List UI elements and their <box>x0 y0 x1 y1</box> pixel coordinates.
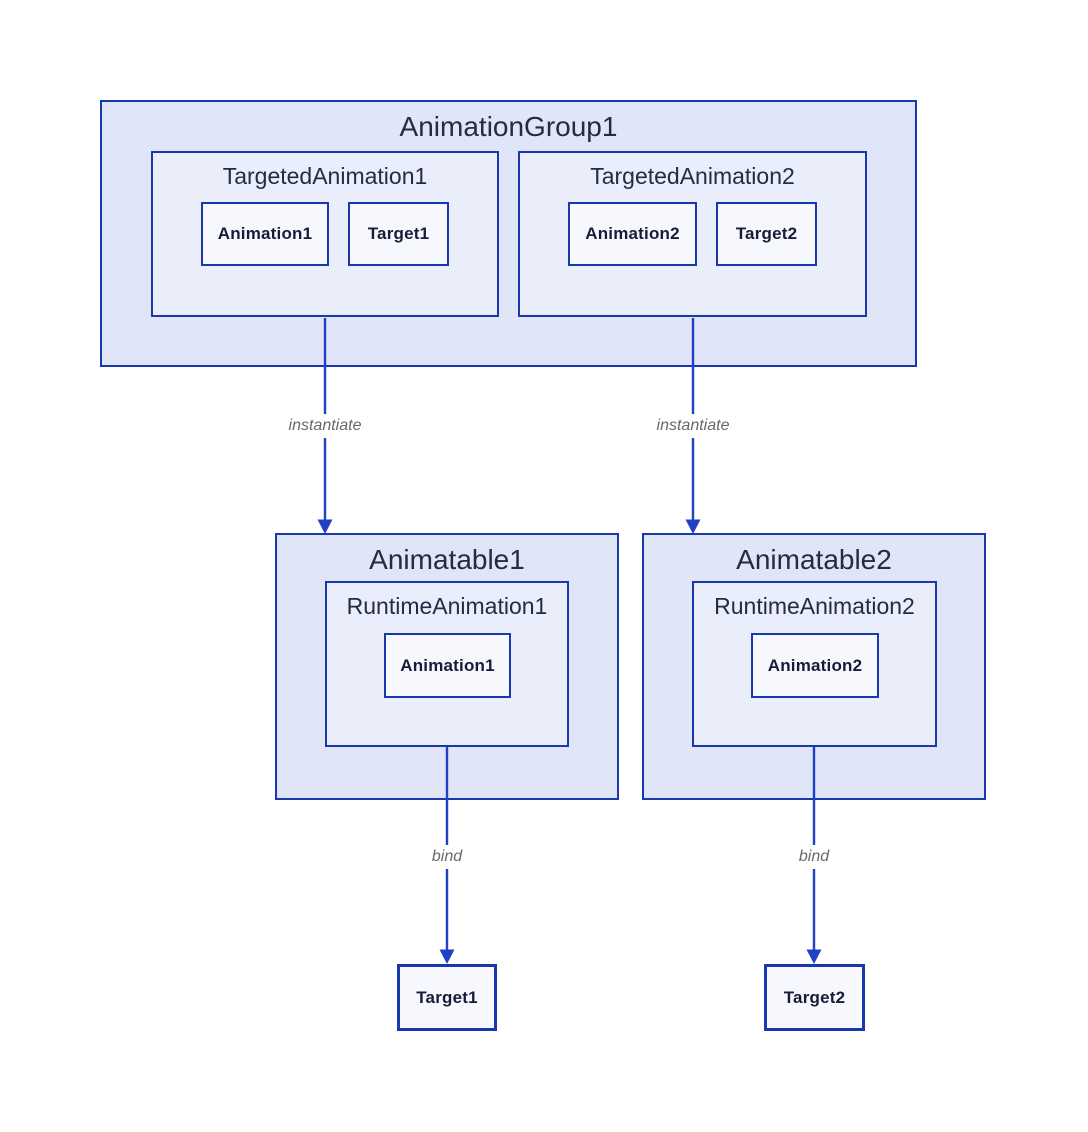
node-target-1-bound: Target1 <box>397 964 497 1031</box>
node-targeted-animation-2: TargetedAnimation2 Animation2 Target2 <box>518 151 867 317</box>
targeted-animation-1-title: TargetedAnimation1 <box>222 163 428 189</box>
edge-instantiate-arrowhead-2 <box>685 519 701 534</box>
node-animation-group: AnimationGroup1 TargetedAnimation1 Anima… <box>100 100 917 367</box>
node-animation-2: Animation2 <box>568 202 697 266</box>
targeted-animation-2-title: TargetedAnimation2 <box>590 163 795 189</box>
node-runtime-animation-1: RuntimeAnimation1 Animation1 <box>325 581 569 747</box>
runtime-animation-1-title: RuntimeAnimation1 <box>346 593 548 619</box>
animation-group-title: AnimationGroup1 <box>399 111 618 142</box>
edge-label-bind-2: bind <box>792 845 836 869</box>
node-runtime-animation-2: RuntimeAnimation2 Animation2 <box>692 581 937 747</box>
edge-instantiate-arrowhead-1 <box>317 519 333 534</box>
node-runtime-animation-2-animation: Animation2 <box>751 633 879 698</box>
node-target-2: Target2 <box>716 202 817 266</box>
edge-label-bind-1: bind <box>425 845 469 869</box>
edge-label-instantiate-1: instantiate <box>282 414 368 438</box>
node-animation-1: Animation1 <box>201 202 329 266</box>
node-target-2-bound: Target2 <box>764 964 865 1031</box>
edge-bind-arrowhead-1 <box>439 949 455 964</box>
edge-bind-arrowhead-2 <box>806 949 822 964</box>
runtime-animation-2-title: RuntimeAnimation2 <box>714 593 915 619</box>
node-targeted-animation-1: TargetedAnimation1 Animation1 Target1 <box>151 151 499 317</box>
edge-label-instantiate-2: instantiate <box>650 414 736 438</box>
node-animatable-2: Animatable2 RuntimeAnimation2 Animation2 <box>642 533 986 800</box>
animatable-2-title: Animatable2 <box>736 544 892 575</box>
node-target-1: Target1 <box>348 202 449 266</box>
animatable-1-title: Animatable1 <box>369 544 525 575</box>
node-runtime-animation-1-animation: Animation1 <box>384 633 511 698</box>
node-animatable-1: Animatable1 RuntimeAnimation1 Animation1 <box>275 533 619 800</box>
